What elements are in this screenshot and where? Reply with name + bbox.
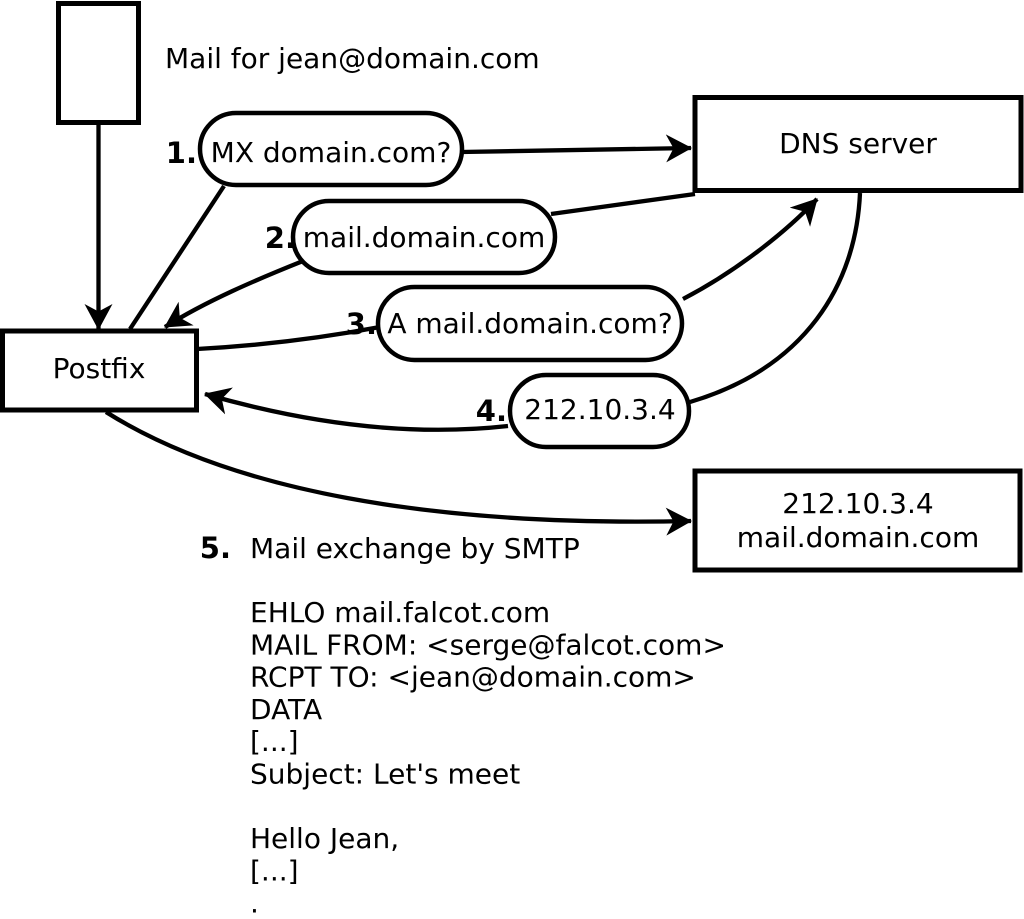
arrow-query3-to-dns (682, 197, 819, 301)
postfix-box-label: Postfix (53, 352, 146, 385)
mail-server-ip-label: 212.10.3.4 (782, 487, 933, 520)
reply-pill-ip (507, 372, 692, 450)
smtp-exchange-label: Mail exchange by SMTP (250, 532, 580, 565)
mail-message-box (56, 1, 141, 125)
arrow-reply4-to-postfix (204, 387, 509, 432)
dns-server-box-label: DNS server (779, 127, 937, 160)
mail-server-box (692, 468, 1023, 573)
dns-server-box (692, 95, 1024, 193)
step-number-1: 1. (166, 136, 197, 170)
line-postfix-to-query1 (128, 184, 226, 331)
postfix-box (0, 328, 199, 413)
arrow-postfix-to-mailserver-smtp (104, 410, 692, 536)
arrow-query1-to-dns (460, 134, 692, 163)
reply-pill-mailhost-label: mail.domain.com (303, 221, 545, 254)
step-number-5: 5. (200, 531, 231, 565)
mail-note-label: Mail for jean@domain.com (165, 42, 540, 75)
line-postfix-to-query3 (196, 324, 381, 352)
line-dns-to-reply4 (689, 192, 863, 405)
query-pill-mx (197, 110, 465, 188)
step-number-2: 2. (265, 221, 296, 255)
mail-server-host-label: mail.domain.com (737, 521, 979, 554)
reply-pill-mailhost (290, 198, 558, 276)
query-pill-mx-label: MX domain.com? (211, 136, 452, 169)
step-number-4: 4. (476, 394, 507, 428)
arrow-reply2-to-postfix (163, 259, 304, 329)
query-pill-a-record-label: A mail.domain.com? (387, 307, 672, 340)
reply-pill-ip-label: 212.10.3.4 (524, 393, 675, 426)
step-number-3: 3. (346, 307, 377, 341)
query-pill-a-record (375, 284, 685, 363)
line-dns-to-reply2 (550, 191, 696, 217)
